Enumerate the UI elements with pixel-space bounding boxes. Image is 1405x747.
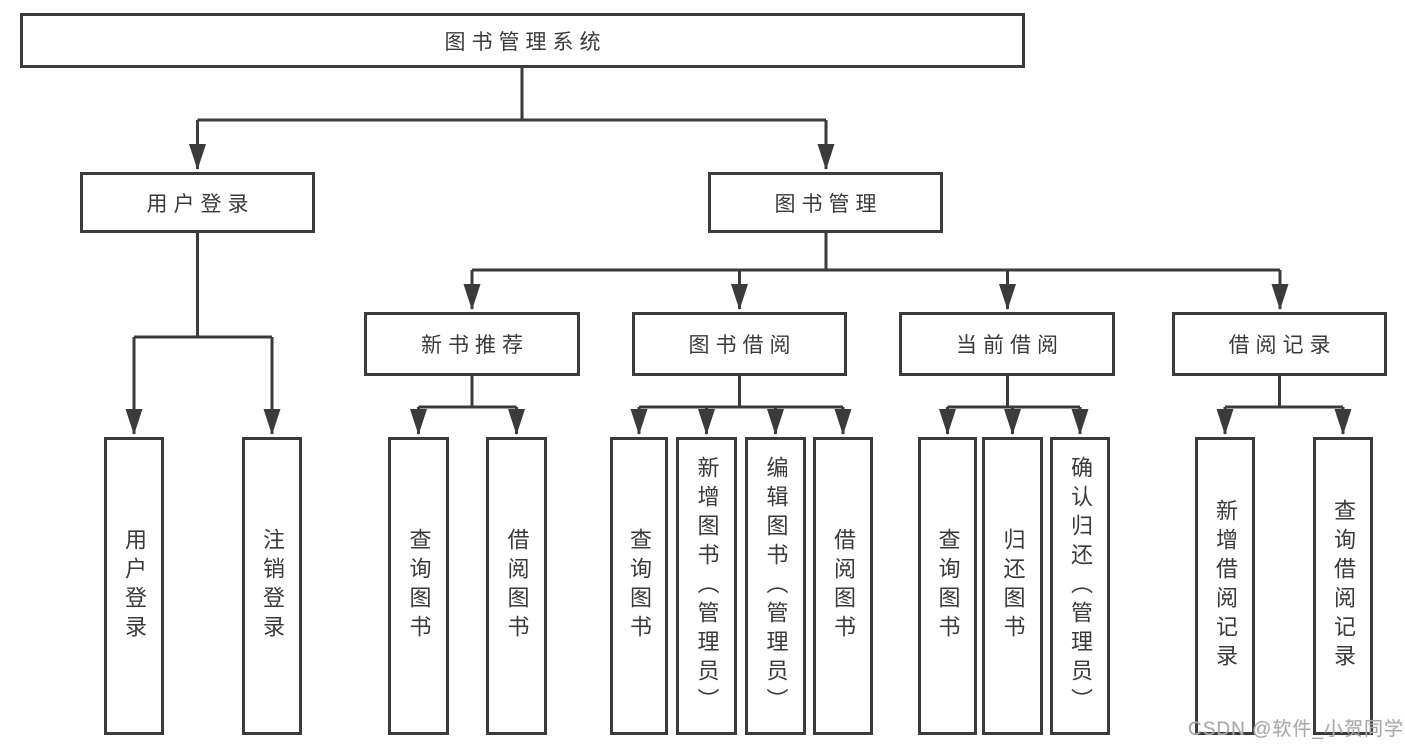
node-book-mgmt: 图书管理 bbox=[708, 172, 943, 233]
connector-user-login-split bbox=[134, 233, 272, 339]
node-cb-query-book-label: 查询图书 bbox=[935, 528, 961, 644]
node-br-query-record-label: 查询借阅记录 bbox=[1331, 499, 1356, 673]
node-br-add-record-label: 新增借阅记录 bbox=[1213, 499, 1238, 673]
node-user-login: 用户登录 bbox=[80, 172, 315, 233]
node-br-query-record: 查询借阅记录 bbox=[1313, 437, 1373, 735]
node-book-mgmt-label: 图书管理 bbox=[774, 192, 883, 216]
node-logout: 注销登录 bbox=[242, 437, 302, 735]
node-user-login-leaf: 用户登录 bbox=[104, 437, 164, 735]
connector-root-split bbox=[197, 68, 826, 122]
node-bb-edit-book-admin-label: 编辑图书（管理员） bbox=[763, 455, 789, 717]
node-borrow-record: 借阅记录 bbox=[1172, 312, 1387, 376]
node-root-label: 图书管理系统 bbox=[444, 30, 607, 54]
node-bb-query-book: 查询图书 bbox=[610, 437, 668, 735]
connector-new-book-rec-split bbox=[418, 376, 517, 409]
node-bb-query-book-label: 查询图书 bbox=[627, 528, 652, 644]
node-br-add-record: 新增借阅记录 bbox=[1195, 437, 1255, 735]
connector-borrow-record-split bbox=[1225, 376, 1343, 409]
connector-current-borrow-split bbox=[947, 376, 1080, 409]
node-cb-return-book-label: 归还图书 bbox=[1000, 528, 1026, 644]
node-nb-query-book-label: 查询图书 bbox=[406, 528, 432, 644]
node-borrow-record-label: 借阅记录 bbox=[1228, 334, 1337, 357]
node-logout-label: 注销登录 bbox=[260, 528, 285, 644]
node-new-book-rec-label: 新书推荐 bbox=[421, 334, 529, 357]
node-current-borrow-label: 当前借阅 bbox=[956, 334, 1064, 357]
node-cb-confirm-return-admin: 确认归还（管理员） bbox=[1050, 437, 1110, 735]
node-cb-query-book: 查询图书 bbox=[918, 437, 977, 735]
connector-book-borrow-split bbox=[639, 376, 843, 409]
node-cb-confirm-return-admin-label: 确认归还（管理员） bbox=[1068, 455, 1093, 717]
node-bb-borrow-book-label: 借阅图书 bbox=[831, 528, 856, 644]
node-bb-add-book-admin: 新增图书（管理员） bbox=[676, 437, 737, 735]
node-current-borrow: 当前借阅 bbox=[899, 312, 1115, 376]
node-bb-borrow-book: 借阅图书 bbox=[813, 437, 873, 735]
node-book-borrow-label: 图书借阅 bbox=[688, 334, 797, 357]
node-nb-query-book: 查询图书 bbox=[388, 437, 449, 735]
node-cb-return-book: 归还图书 bbox=[982, 437, 1043, 735]
node-root: 图书管理系统 bbox=[20, 13, 1025, 68]
node-nb-borrow-book: 借阅图书 bbox=[486, 437, 547, 735]
node-bb-edit-book-admin: 编辑图书（管理员） bbox=[745, 437, 806, 735]
node-book-borrow: 图书借阅 bbox=[632, 312, 847, 376]
connector-book-mgmt-split bbox=[472, 233, 1280, 272]
node-user-login-leaf-label: 用户登录 bbox=[122, 528, 147, 644]
node-bb-add-book-admin-label: 新增图书（管理员） bbox=[694, 455, 720, 717]
node-new-book-rec: 新书推荐 bbox=[364, 312, 580, 376]
node-nb-borrow-book-label: 借阅图书 bbox=[504, 528, 530, 644]
node-user-login-label: 用户登录 bbox=[146, 192, 255, 216]
csdn-watermark: CSDN @软件_小贺同学 bbox=[1188, 719, 1404, 740]
